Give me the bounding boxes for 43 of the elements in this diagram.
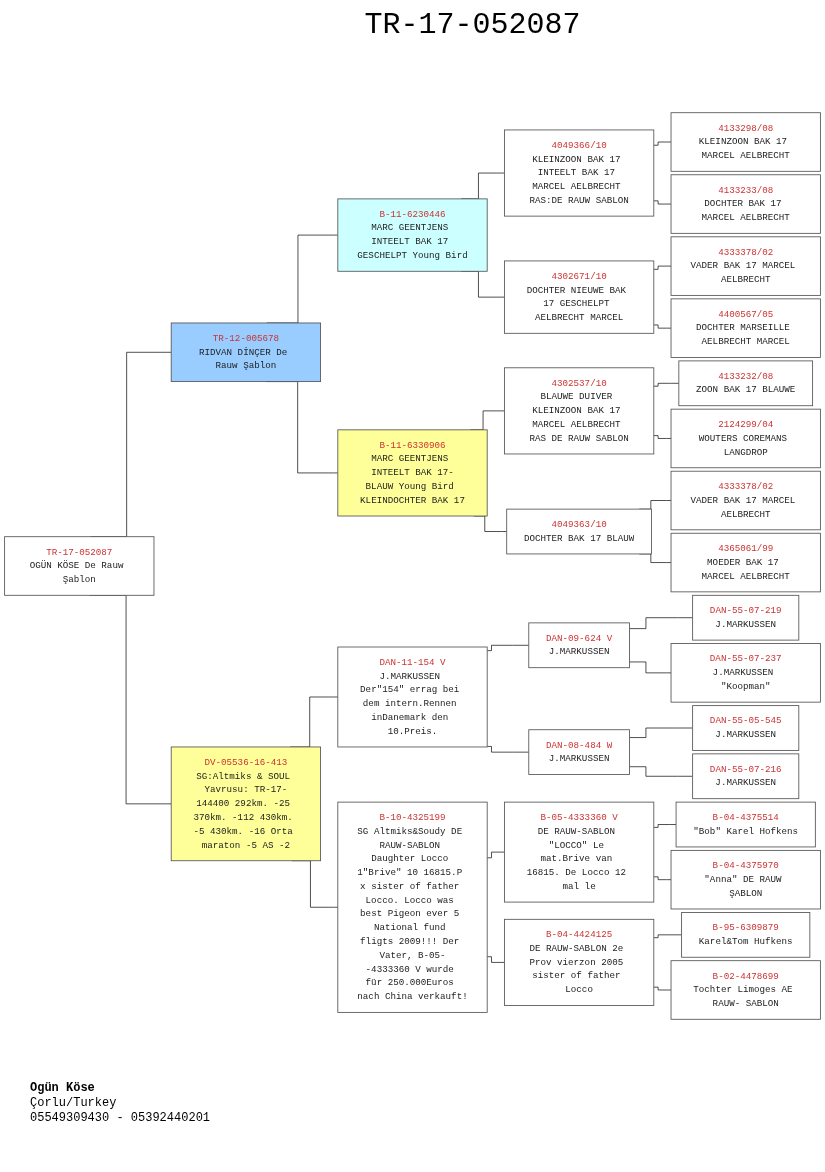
- node-box: 4049366/10 KLEINZOON BAK 17 INTEELT BAK 17 MARCEL AELBRECHT RAS:DE RAUW SABLON: [504, 129, 655, 217]
- node-box: B-04-4375514 "Bob" Karel Hofkens: [675, 801, 816, 848]
- node-box: 2124299/04 WOUTERS COREMANS LANGDROP: [670, 408, 821, 469]
- node-box: DAN-08-484 W J.MARKUSSEN: [528, 729, 630, 775]
- connector: [486, 851, 505, 859]
- node-box: B-11-6230446 MARC GEENTJENS INTEELT BAK 17 GESCHELPT Young Bird: [337, 198, 488, 272]
- pedigree-title: TR-17-052087: [363, 8, 582, 42]
- connector: [653, 435, 672, 439]
- connector: [486, 746, 530, 753]
- connector: [629, 727, 693, 738]
- node-box: DAN-09-624 V J.MARKUSSEN: [528, 622, 630, 669]
- connector: [653, 824, 677, 828]
- node-box: TR-17-052087 OGÜN KÖSE De Rauw Şablon: [4, 536, 155, 596]
- contact-text: Çorlu/Turkey: [30, 1096, 118, 1110]
- node-box: DAN-55-07-219 J.MARKUSSEN: [692, 594, 800, 641]
- node-box: 4333378/02 VADER BAK 17 MARCEL AELBRECHT: [670, 236, 821, 296]
- node-box: 4302537/10 BLAUWE DUIVER KLEINZOON BAK 17 MARCEL AELBRECHT RAS DE RAUW SABLON: [504, 367, 655, 455]
- node-box: B-04-4375970 "Anna" DE RAUW ŞABLON: [670, 849, 821, 910]
- connector: [486, 956, 505, 963]
- node-box: DV-05536-16-413 SG:Altmiks & SOUL Yavrusu: TR-17-144400 292km. -25 370km. -112 430km. -5 430km. -16 Orta maraton -5 AS -2: [170, 746, 321, 862]
- node-box: DAN-55-05-545 J.MARKUSSEN: [692, 705, 800, 751]
- node-box: B-02-4478699 Tochter Limoges AE RAUW- SABLON: [670, 960, 821, 1020]
- node-box: 4133232/08 ZOON BAK 17 BLAUWE: [678, 360, 814, 407]
- node-box: B-04-4424125 DE RAUW-SABLON 2e Prov vierzon 2005 sister of father Locco: [504, 918, 655, 1006]
- node-box: B-10-4325199 SG Altmiks&Soudy DE RAUW-SABLON Daughter Locco 1"Brive" 10 16815.P x sister of father Locco. Locco was best Pigeon ever 5 National fund fligts 2009!!! Der Vater, B-05--4333360 V wurde für 250.000Euros nach China verkauft!: [337, 801, 488, 1013]
- node-box: DAN-55-07-237 J.MARKUSSEN "Koopman": [670, 643, 821, 703]
- node-box: 4365061/99 MOEDER BAK 17 MARCEL AELBRECHT: [670, 532, 821, 593]
- node-box: B-11-6330906 MARC GEENTJENS INTEELT BAK 17-BLAUW Young Bird KLEINDOCHTER BAK 17: [337, 429, 488, 517]
- connector: [486, 644, 530, 651]
- node-box: 4133298/08 KLEINZOON BAK 17 MARCEL AELBRECHT: [670, 112, 821, 172]
- node-box: 4302671/10 DOCHTER NIEUWE BAK 17 GESCHELPT AELBRECHT MARCEL: [504, 260, 655, 334]
- node-box: DAN-11-154 V J.MARKUSSEN Der"154" errag bei dem intern.Rennen inDanemark den 10.Preis.: [337, 646, 488, 748]
- node-box: 4400567/05 DOCHTER MARSEILLE AELBRECHT MARCEL: [670, 298, 821, 358]
- node-box: 4333378/02 VADER BAK 17 MARCEL AELBRECHT: [670, 470, 821, 531]
- contact-text: 05549309430 - 05392440201: [30, 1111, 211, 1125]
- node-box: DAN-55-07-216 J.MARKUSSEN: [692, 753, 800, 800]
- connector: [629, 617, 693, 629]
- node-box: 4049363/10 DOCHTER BAK 17 BLAUW: [506, 508, 652, 555]
- contact-text: Ogün Köse: [30, 1081, 96, 1095]
- node-box: 4133233/08 DOCHTER BAK 17 MARCEL AELBRECHT: [670, 174, 821, 234]
- node-box: TR-12-005678 RIDVAN DİNÇER De Rauw Şablon: [170, 322, 321, 382]
- node-box: B-05-4333360 V DE RAUW-SABLON "LOCCO" Le mat.Brive van 16815. De Locco 12 mal le: [504, 801, 655, 903]
- node-box: B-95-6309879 Karel&Tom Hufkens: [681, 912, 811, 958]
